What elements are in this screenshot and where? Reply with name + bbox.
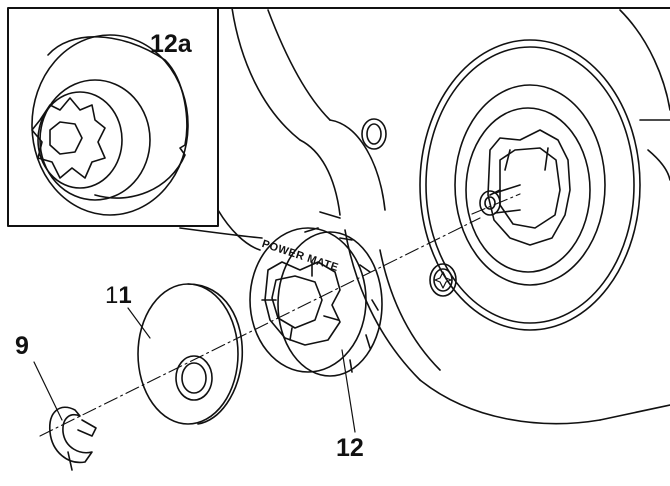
axis-lines: [39, 193, 521, 437]
part-label-12: 12: [336, 434, 364, 462]
star-screw: [429, 263, 457, 297]
inset-frame: [7, 7, 219, 227]
inset-label: 12a: [150, 30, 192, 58]
part-label-11-prefix: 1: [105, 282, 119, 309]
part-label-11: 11: [105, 284, 132, 308]
e-clip: [49, 406, 97, 471]
leader-lines: [33, 307, 356, 433]
washer: [137, 283, 244, 425]
part-label-11-suffix: 1: [118, 282, 132, 309]
part-label-9: 9: [15, 332, 29, 360]
clutch-drum: [419, 39, 641, 331]
rim-sprocket: [249, 227, 383, 377]
inset-sprocket: [31, 34, 189, 216]
